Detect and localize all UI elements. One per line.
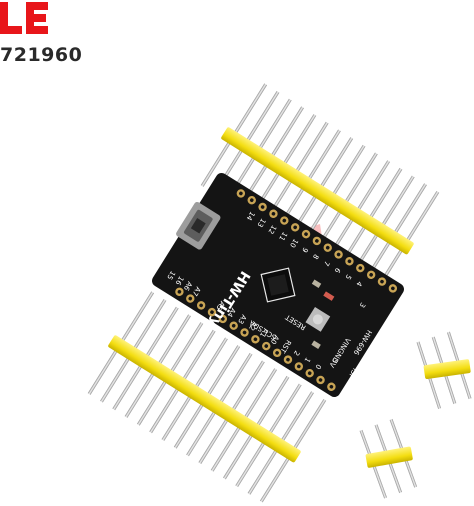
pin-label: 15 <box>165 269 177 281</box>
pcb-pad-hole <box>275 351 279 355</box>
pin-label: 1 <box>303 356 312 364</box>
pcb-pad-hole <box>242 330 247 335</box>
pin-label: A7 <box>190 285 202 297</box>
pcb-pad-hole <box>304 232 308 236</box>
pin-label: A1 <box>258 327 270 339</box>
logo-letter-l-shape <box>0 2 22 34</box>
pin-label: A6 <box>182 280 194 293</box>
pin-label: 5V <box>327 357 339 369</box>
pin-label: 16 <box>173 275 185 287</box>
pcb-pad-hole <box>253 337 258 342</box>
pcb-pad-hole <box>221 317 225 321</box>
pin-label: 6 <box>332 266 341 274</box>
pin-label: 8 <box>311 253 320 261</box>
pin-label: 2 <box>292 349 301 357</box>
pcb-pad-hole <box>264 344 269 348</box>
pcb-pad-hole <box>239 191 243 196</box>
pin-label: 9 <box>300 246 309 254</box>
pcb-pad-hole <box>231 323 236 328</box>
pin-label: 4 <box>354 280 363 288</box>
pcb-pad-hole <box>260 205 265 209</box>
usb-connector <box>176 201 221 250</box>
header-plastic <box>221 127 414 255</box>
header-plastic <box>108 335 301 463</box>
pcb-pad-hole <box>336 252 341 257</box>
microcontroller-chip <box>260 267 296 303</box>
pin-label: 10 <box>288 237 300 249</box>
reset-button <box>305 306 331 332</box>
pin-label: 0 <box>313 363 322 371</box>
watermark-code: 721960 <box>0 44 83 66</box>
pcb-pad-hole <box>293 225 297 230</box>
led <box>323 291 335 301</box>
pin-label: 7 <box>322 259 331 267</box>
pcb-pad-hole <box>329 384 334 389</box>
pcb-pad-hole <box>271 211 276 216</box>
pcb-pad-hole <box>297 364 301 369</box>
pin-label: 3 <box>358 301 367 309</box>
pin-label: A5 <box>214 300 226 312</box>
pin-header-top <box>200 83 440 295</box>
pcb-pad-hole <box>369 273 373 277</box>
smd-component <box>311 340 321 350</box>
pcb-pad-hole <box>325 245 330 250</box>
pin-label: A0 <box>269 333 281 345</box>
pcb-pad-hole <box>358 266 363 270</box>
logo-letter-e-shape <box>26 2 48 34</box>
pcb-pad-hole <box>286 357 290 362</box>
hw-tiny-board: HW-Tiny RESET SCL SDA HW-696 ISP 1413121… <box>152 173 404 397</box>
watermark-logo <box>0 2 48 34</box>
pcb-pad-hole <box>177 289 182 294</box>
pcb-pad-hole <box>249 198 254 203</box>
pin-header-bottom <box>87 291 327 503</box>
pcb-pad-hole <box>347 259 352 264</box>
pcb-pad-hole <box>315 239 319 243</box>
pin-label: 13 <box>256 217 268 229</box>
pin-header-short-bottom <box>359 418 418 499</box>
pcb-pad-hole <box>199 303 203 308</box>
pin-label: 12 <box>266 224 278 236</box>
pcb-pad-hole <box>210 310 214 314</box>
pin-label: 5 <box>344 273 353 281</box>
pcb-pad-hole <box>307 371 312 375</box>
pin-header-short-right <box>416 331 472 410</box>
pin-label: 14 <box>244 210 256 222</box>
pin-label: A4 <box>225 306 237 319</box>
pcb-pad-hole <box>391 286 395 291</box>
pcb-pad-hole <box>380 279 384 284</box>
pcb-pad-hole <box>318 378 323 382</box>
pin-label: 11 <box>277 230 289 242</box>
pin-label: A2 <box>247 320 259 332</box>
smd-component <box>311 279 322 288</box>
pcb-pad-hole <box>188 296 193 301</box>
pcb-pad-hole <box>282 218 287 223</box>
pin-label: A3 <box>236 313 248 325</box>
